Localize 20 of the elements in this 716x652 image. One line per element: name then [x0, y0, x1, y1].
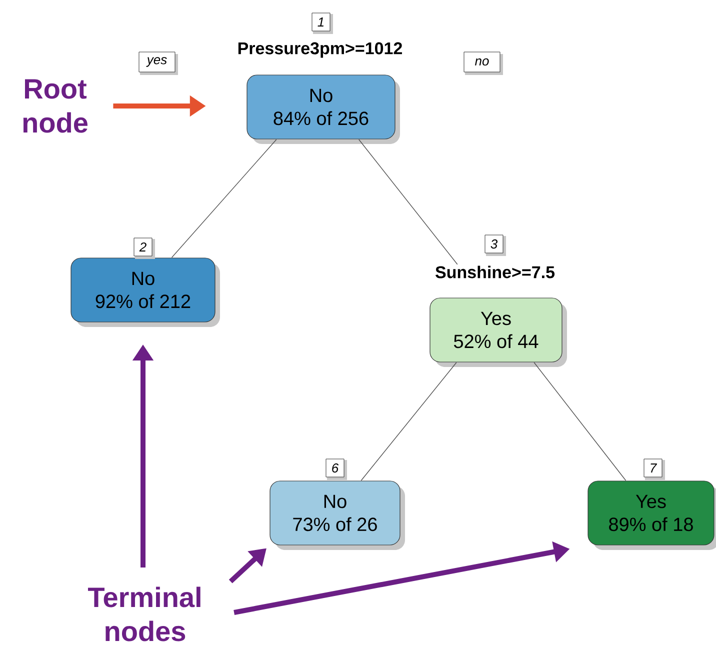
connector-line: [171, 139, 277, 258]
decision-box: Yes 89% of 18: [588, 480, 716, 550]
decision-box: No 92% of 212: [70, 258, 220, 327]
split-label: Sunshine>=7.5: [436, 266, 555, 278]
node-number: 6: [326, 458, 347, 480]
decision-box: Yes 52% of 44: [430, 298, 567, 367]
branch-label: no: [464, 52, 503, 75]
connector-line: [360, 362, 457, 481]
split-label: Pressure3pm>=1012: [238, 42, 402, 58]
connector-line: [534, 362, 626, 481]
decision-box: No 73% of 26: [270, 480, 405, 550]
node-number: 3: [484, 234, 506, 256]
annotation-text: Root node: [23, 79, 88, 133]
branch-label: yes: [138, 52, 178, 75]
node-number: 1: [312, 12, 333, 34]
decision-box: No 84% of 256: [246, 74, 400, 144]
annotation-text: Terminal nodes: [88, 586, 200, 642]
node-number: 2: [134, 238, 155, 259]
node-number: 7: [644, 458, 665, 480]
connector-line: [358, 139, 458, 265]
